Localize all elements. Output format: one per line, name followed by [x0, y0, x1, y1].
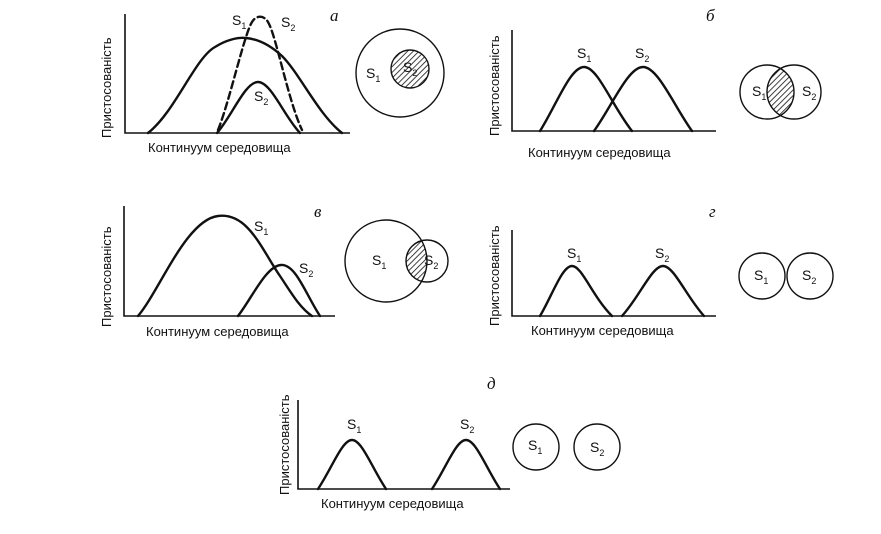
- circle-s2-v: [405, 239, 449, 283]
- circle-label-s1-v: S1: [372, 252, 386, 271]
- panel-letter-d: д: [487, 374, 496, 393]
- label-s2-a: S2: [281, 14, 295, 33]
- xlabel-v: Континуум середовища: [146, 324, 289, 339]
- panel-a: а Пристосованість Континуум середовища S…: [99, 6, 445, 155]
- label-s2-b: S2: [635, 45, 649, 64]
- ylabel-a: Пристосованість: [99, 37, 114, 138]
- circle-s1-a: [355, 28, 445, 118]
- circle-s1-b: [739, 64, 795, 120]
- curve-s1-b: [538, 65, 634, 133]
- axes-v: [123, 206, 335, 317]
- label-s2-d: S2: [460, 416, 474, 435]
- panel-g: г Пристосованість Континуум середовища S…: [487, 202, 834, 338]
- curve-s1-g: [538, 264, 614, 318]
- label-s2-v: S2: [299, 260, 313, 279]
- circle-label-s1-a: S1: [366, 65, 380, 84]
- panel-v: в Пристосованість Континуум середовища S…: [99, 202, 449, 339]
- curve-s1-v: [136, 214, 314, 318]
- ylabel-v: Пристосованість: [99, 226, 114, 327]
- circle-label-s2-v: S2: [424, 252, 438, 271]
- label-s2-g: S2: [655, 245, 669, 264]
- panel-letter-g: г: [709, 202, 716, 221]
- circle-label-s2-a: S2: [403, 59, 417, 78]
- panel-letter-b: б: [706, 6, 715, 25]
- curve-s2-a-potential: [216, 15, 304, 132]
- panel-letter-a: а: [330, 6, 339, 25]
- overlap-b: [767, 65, 794, 119]
- circle-s1-d: [512, 423, 560, 471]
- circle-label-s1-b: S1: [752, 83, 766, 102]
- circle-label-s2-d: S2: [590, 439, 604, 458]
- label-s1-g: S1: [567, 245, 581, 264]
- circle-label-s2-b: S2: [802, 83, 816, 102]
- circle-label-s1-g: S1: [754, 267, 768, 286]
- panel-b: б Пристосованість Континуум середовища S…: [487, 6, 822, 160]
- label-s1-b: S1: [577, 45, 591, 64]
- axes-g: [511, 230, 716, 317]
- ylabel-d: Пристосованість: [277, 394, 292, 495]
- curve-s2-v: [236, 263, 322, 318]
- curve-s2-b: [592, 65, 694, 133]
- label-s1-d: S1: [347, 416, 361, 435]
- circle-label-s2-g: S2: [802, 267, 816, 286]
- overlap-v: [406, 240, 427, 282]
- xlabel-a: Континуум середовища: [148, 140, 291, 155]
- circle-s2-a: [390, 49, 430, 89]
- xlabel-g: Континуум середовища: [531, 323, 674, 338]
- label-s1-v: S1: [254, 218, 268, 237]
- curve-s2-g: [620, 264, 706, 318]
- curve-s2-d: [430, 438, 502, 491]
- xlabel-b: Континуум середовища: [528, 145, 671, 160]
- curve-s1-a: [146, 36, 344, 135]
- curve-s2-a: [215, 80, 302, 135]
- axes-b: [511, 30, 716, 132]
- ylabel-b: Пристосованість: [487, 35, 502, 136]
- xlabel-d: Континуум середовища: [321, 496, 464, 511]
- circle-s1-g: [738, 252, 786, 300]
- axes-a: [124, 14, 350, 134]
- circle-label-s1-d: S1: [528, 437, 542, 456]
- panel-d: д Пристосованість Континуум середовища S…: [277, 374, 621, 511]
- ylabel-g: Пристосованість: [487, 225, 502, 326]
- circle-s1-v: [344, 219, 428, 303]
- circle-s2-g: [786, 252, 834, 300]
- curve-s1-d: [316, 438, 388, 491]
- label-s2-a-realized: S2: [254, 88, 268, 107]
- circle-s2-b: [766, 64, 822, 120]
- circle-s2-d: [573, 423, 621, 471]
- axes-d: [297, 400, 510, 490]
- label-s1-a: S1: [232, 12, 246, 31]
- panel-letter-v: в: [314, 202, 322, 221]
